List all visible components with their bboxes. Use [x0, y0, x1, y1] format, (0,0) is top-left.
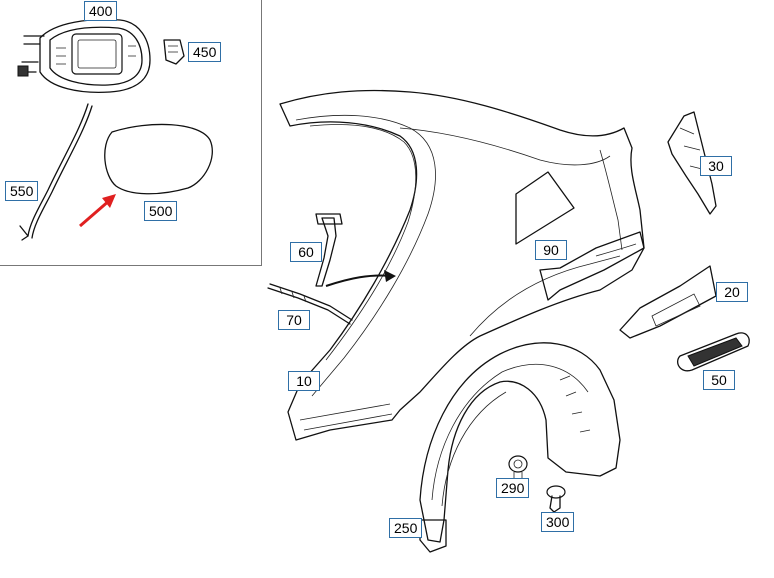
callout-30[interactable]: 30 — [700, 156, 732, 176]
callout-250[interactable]: 250 — [389, 518, 423, 538]
nut-drawing — [508, 455, 528, 481]
seal-strip-drawing — [267, 283, 353, 325]
callout-550[interactable]: 550 — [5, 181, 39, 201]
callout-500[interactable]: 500 — [144, 201, 178, 221]
clip-drawing — [546, 485, 566, 513]
fuel-filler-housing-drawing — [17, 18, 151, 94]
drain-hose-drawing — [19, 103, 93, 241]
callout-70[interactable]: 70 — [278, 310, 310, 330]
callout-60[interactable]: 60 — [290, 242, 322, 262]
callout-400[interactable]: 400 — [84, 1, 118, 21]
callout-300[interactable]: 300 — [541, 512, 575, 532]
callout-10[interactable]: 10 — [288, 371, 320, 391]
hinge-bracket-drawing — [163, 39, 185, 65]
callout-50[interactable]: 50 — [703, 370, 735, 390]
fuel-door-inset-frame — [0, 0, 262, 266]
callout-290[interactable]: 290 — [496, 478, 530, 498]
callout-450[interactable]: 450 — [188, 42, 222, 62]
panel-reinforcement-drawing — [315, 213, 343, 287]
callout-90[interactable]: 90 — [535, 240, 567, 260]
quarter-panel-drawing — [279, 89, 645, 441]
grille-vent-drawing — [677, 332, 750, 372]
side-window-drawing — [515, 171, 575, 245]
highlight-arrow — [79, 194, 116, 228]
tail-panel-drawing — [619, 265, 717, 339]
reference-arrow — [325, 270, 396, 287]
callout-20[interactable]: 20 — [716, 282, 748, 302]
fuel-door-panel-drawing — [104, 123, 213, 195]
wheel-arch-liner-drawing — [419, 342, 621, 553]
rear-bracket-drawing — [667, 111, 717, 215]
